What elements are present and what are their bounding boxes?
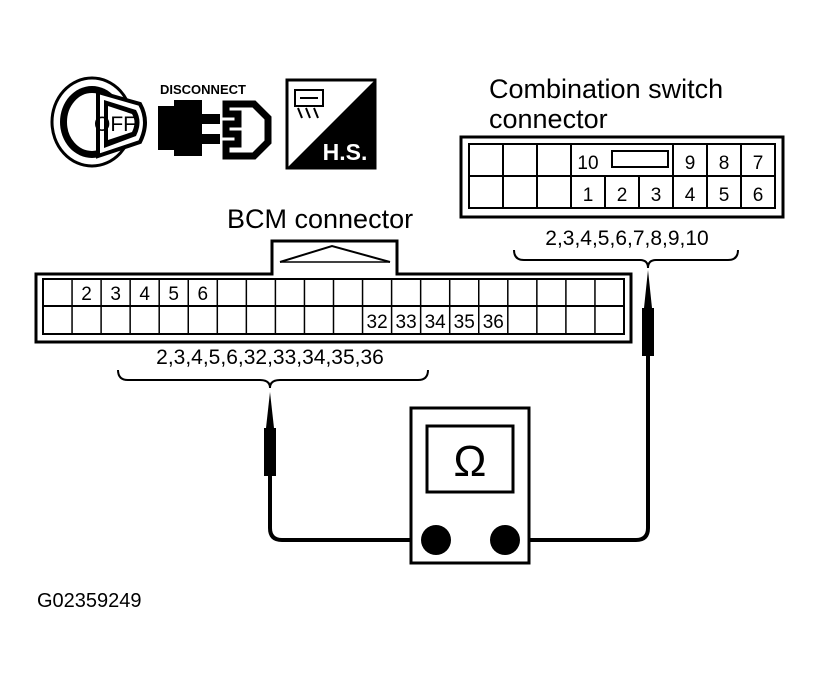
bcm-top-pin: 3 [110,284,121,305]
probe-left [264,392,436,542]
hs-label: H.S. [323,139,368,165]
lead-wire-left [268,476,436,542]
bcm-bottom-pin: 36 [483,312,504,333]
combination-switch-bottom-pin: 4 [685,185,696,206]
bcm-connector-title: BCM connector [227,204,413,234]
meter-terminal-left [421,525,451,555]
combination-switch-connector: 10 9 8 7 1 2 3 4 5 6 [459,135,785,219]
bcm-top-pin: 4 [139,284,150,305]
combination-switch-key [611,150,669,168]
combination-switch-top-pin: 9 [685,153,696,174]
ohmmeter: Ω [409,406,531,565]
combination-switch-top-pin: 7 [753,153,764,174]
bcm-top-pin: 5 [168,284,179,305]
bcm-top-pin: 2 [81,284,92,305]
combination-switch-top-pin: 8 [719,153,730,174]
ignition-off-label: OFF [94,113,136,136]
hs-icon: H.S. [285,78,377,170]
bcm-top-pin: 6 [197,284,208,305]
bcm-brace [117,369,429,389]
combination-switch-bottom-pin: 5 [719,185,730,206]
ohmmeter-display [425,424,515,494]
bcm-bottom-pin: 33 [396,312,417,333]
combination-switch-bottom-pin: 2 [617,185,628,206]
combination-switch-top-pin: 10 [577,153,598,174]
combination-switch-bottom-pin: 1 [583,185,594,206]
combination-switch-pins-label: 2,3,4,5,6,7,8,9,10 [545,227,708,250]
disconnect-label: DISCONNECT [160,82,246,97]
bcm-bottom-pin: 34 [425,312,447,333]
ohm-symbol: Ω [454,437,487,486]
figure-id: G02359249 [37,590,142,612]
bcm-bottom-pin: 35 [454,312,475,333]
combination-switch-bottom-pin: 6 [753,185,764,206]
ignition-off-icon: OFF [50,76,147,168]
bcm-bottom-pin: 32 [367,312,388,333]
meter-terminal-right [490,525,520,555]
combination-switch-bottom-pin: 3 [651,185,662,206]
combination-switch-title-line1: Combination switch [489,74,723,104]
combination-switch-title-line2: connector [489,104,608,134]
disconnect-icon: DISCONNECT [158,82,272,160]
combination-switch-brace [513,249,739,269]
bcm-pins-label: 2,3,4,5,6,32,33,34,35,36 [156,346,384,369]
probe-right [505,270,654,542]
lead-wire-right [505,356,650,542]
